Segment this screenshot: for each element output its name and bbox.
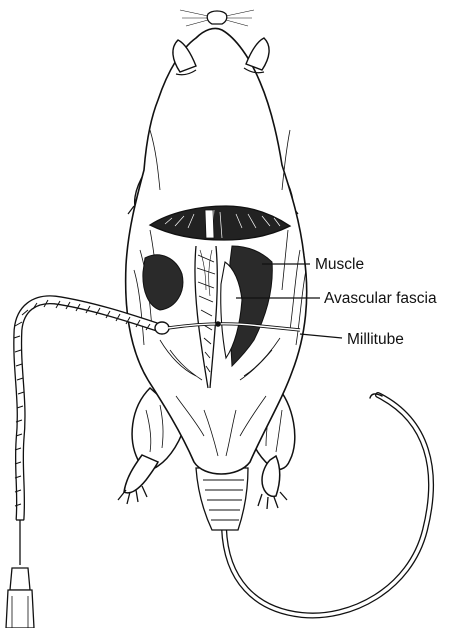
label-avascular-fascia: Avascular fascia <box>324 290 437 307</box>
millitube-leader-line <box>300 334 342 338</box>
label-millitube: Millitube <box>347 331 404 348</box>
syringe-hub <box>6 568 34 628</box>
label-muscle: Muscle <box>315 256 364 273</box>
millitube-port <box>155 322 169 334</box>
tail-base <box>196 468 248 530</box>
needle <box>16 520 24 565</box>
